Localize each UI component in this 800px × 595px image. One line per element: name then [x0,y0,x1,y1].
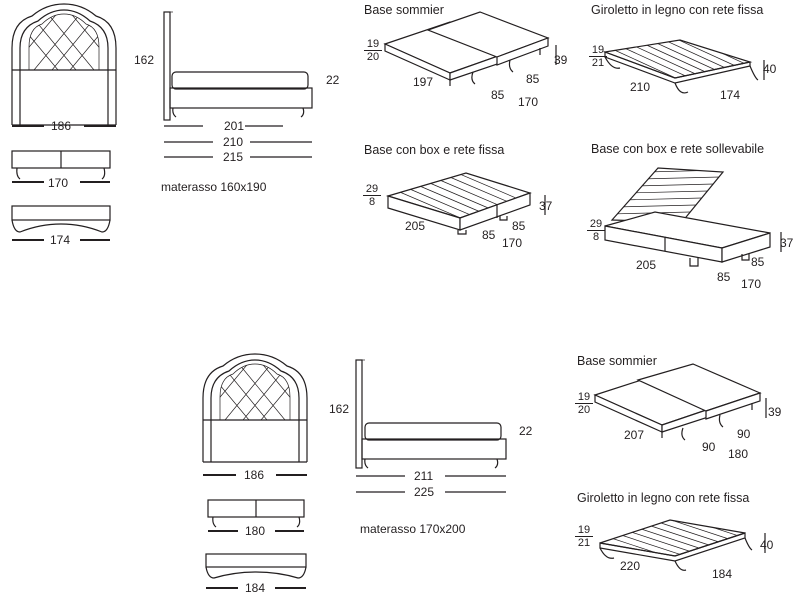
box-sollevabile-w2: 85 [717,270,731,284]
bench1-width-2: 180 [245,524,266,538]
box-sollevabile-w1: 85 [751,255,765,269]
sommier-w2-2: 90 [702,440,716,454]
box-sollevabile-drawing [604,167,782,267]
box-sollevabile-length: 205 [636,258,657,272]
bench-2-set2 [205,553,307,589]
box-sollevabile-height: 37 [780,236,794,250]
headboard-height-2: 162 [329,402,350,416]
mattress-label-1: materasso 160x190 [161,180,267,194]
box-sollevabile-total: 170 [741,277,762,291]
sommier-total-1: 170 [518,95,539,109]
side-dim-1b: 210 [223,135,244,149]
giroletto-width-2: 184 [712,567,733,581]
bench-1-set2 [207,499,305,532]
sommier-w2-1: 85 [491,88,505,102]
sommier-drawing-2 [593,363,767,441]
side-dim-1c: 215 [223,150,244,164]
sommier-length-1: 197 [413,75,434,89]
giroletto-title-2: Giroletto in legno con rete fissa [577,491,750,505]
sommier-length-2: 207 [624,428,645,442]
side-dim-2b: 225 [414,485,435,499]
giroletto-width-1: 174 [720,88,741,102]
headboard-width-2: 186 [244,468,265,482]
sommier-w1-1: 85 [526,72,540,86]
side-height-2: 22 [519,424,533,438]
giroletto-drawing-2 [599,519,766,571]
headboard-height-1: 162 [134,53,155,67]
sommier-title-2: Base sommier [577,354,657,368]
bench2-width-2: 184 [245,581,266,595]
bench-1-set1 [11,150,111,183]
giroletto-drawing-1 [602,39,765,94]
bed-side-view-1 [163,11,313,158]
bed-side-view-2 [355,359,507,493]
giroletto-height-1: 40 [763,62,777,76]
headboard-width-1: 186 [51,119,72,133]
box-fissa-w2: 85 [482,228,496,242]
box-fissa-height: 37 [539,199,553,213]
side-height-1: 22 [326,73,340,87]
bench-2-set1 [11,205,111,241]
side-dim-2a: 211 [414,469,434,483]
sommier-title-1: Base sommier [364,3,444,17]
headboard-front-view-2 [202,353,308,476]
box-fissa-title: Base con box e rete fissa [364,143,505,157]
sommier-height-1: 39 [554,53,568,67]
giroletto-title-1: Giroletto in legno con rete fissa [591,3,764,17]
headboard-front-view-1 [11,3,117,127]
box-sollevabile-title: Base con box e rete sollevabile [591,142,765,156]
giroletto-height-2: 40 [760,538,774,552]
side-dim-1a: 201 [224,119,245,133]
giroletto-length-1: 210 [630,80,651,94]
giroletto-length-2: 220 [620,559,641,573]
box-fissa-w1: 85 [512,219,526,233]
sommier-height-2: 39 [768,405,782,419]
bench1-width-1: 170 [48,176,69,190]
sommier-drawing-1 [383,11,557,86]
box-fissa-length: 205 [405,219,426,233]
box-fissa-total: 170 [502,236,523,250]
mattress-label-2: materasso 170x200 [360,522,466,536]
sommier-w1-2: 90 [737,427,751,441]
box-fissa-drawing [385,172,546,235]
sommier-total-2: 180 [728,447,749,461]
bench2-width-1: 174 [50,233,71,247]
